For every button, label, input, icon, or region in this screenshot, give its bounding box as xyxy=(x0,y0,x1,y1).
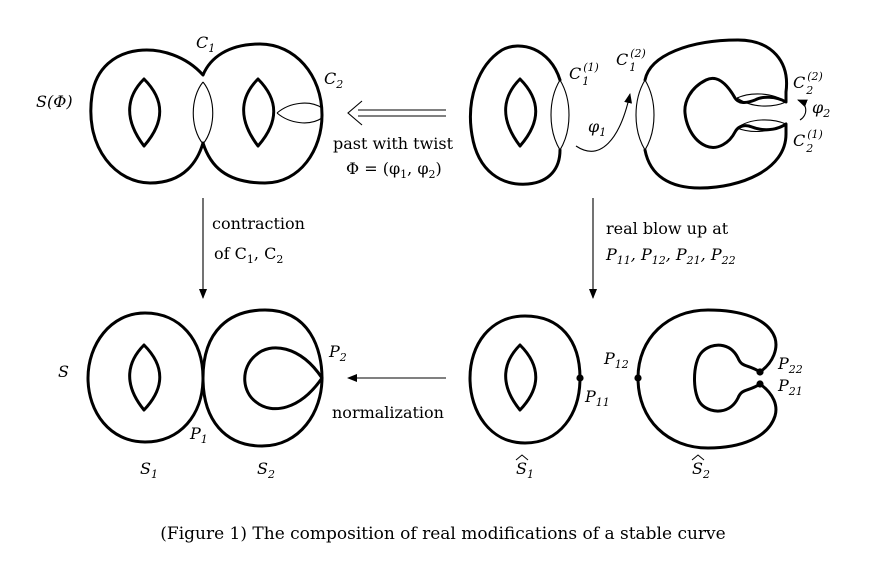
hole-s1 xyxy=(128,343,162,412)
label-s: S xyxy=(58,362,69,381)
label-p12: P12 xyxy=(603,349,629,371)
label-real-blow-up: real blow up at xyxy=(606,219,729,238)
label-phi2: φ2 xyxy=(812,98,830,120)
cycle-c2 xyxy=(276,102,323,124)
surface-outline xyxy=(89,42,324,185)
point-p11 xyxy=(576,374,584,382)
cycle-c1-2 xyxy=(635,79,655,151)
label-past-with-twist: past with twist xyxy=(333,134,454,153)
component-s2-hat xyxy=(636,308,778,450)
hole-right xyxy=(242,77,276,148)
label-of-c1-c2: of C1, C2 xyxy=(214,244,283,266)
svg-text:S1: S1 xyxy=(516,459,534,481)
piece-left xyxy=(468,44,562,186)
point-p21 xyxy=(756,380,764,388)
label-c1-2: C1(2) xyxy=(616,47,646,74)
cycle-c1 xyxy=(192,81,214,145)
svg-text:S2: S2 xyxy=(692,459,710,481)
hole-s1-hat xyxy=(504,343,538,412)
cycle-c2-2 xyxy=(736,93,787,107)
label-p21: P21 xyxy=(777,376,803,398)
component-s1-hat xyxy=(468,314,582,445)
component-s2 xyxy=(201,308,324,448)
surface-s-phi xyxy=(89,42,324,185)
figure-caption: (Figure 1) The composition of real modif… xyxy=(160,524,725,544)
label-blow-up-points: P11, P12, P21, P22 xyxy=(605,245,736,267)
arrow-phi2 xyxy=(797,99,808,121)
hole-top-right-left xyxy=(504,77,538,148)
label-phi-definition: Φ = (φ1, φ2) xyxy=(346,159,442,181)
cycle-c1-1 xyxy=(550,79,570,151)
label-s1: S1 xyxy=(140,459,158,481)
label-phi1: φ1 xyxy=(588,117,606,139)
point-p12 xyxy=(634,374,642,382)
cycle-c2-1 xyxy=(736,119,787,133)
label-c2-1: C2(1) xyxy=(793,128,823,155)
loop-s2 xyxy=(243,346,324,411)
label-s-phi: S(Φ) xyxy=(36,92,73,111)
surface-s xyxy=(86,308,324,448)
label-c2: C2 xyxy=(324,69,343,91)
label-s2-hat: S2 xyxy=(691,454,710,481)
point-p22 xyxy=(756,368,764,376)
component-s1 xyxy=(86,311,205,444)
piece-right xyxy=(643,38,789,190)
label-p22: P22 xyxy=(777,354,803,376)
label-c1-1: C1(1) xyxy=(569,61,599,88)
arrow-phi1 xyxy=(575,93,632,152)
label-p1: P1 xyxy=(189,424,208,446)
label-contraction: contraction xyxy=(212,214,305,233)
label-c1: C1 xyxy=(196,33,215,55)
hole-left xyxy=(128,77,162,148)
label-s2: S2 xyxy=(257,459,275,481)
label-p2: P2 xyxy=(328,342,347,364)
label-s1-hat: S1 xyxy=(515,454,534,481)
label-c2-2: C2(2) xyxy=(793,70,823,97)
arrow-past-with-twist xyxy=(347,100,446,126)
surface-pieces-with-boundary xyxy=(468,38,789,190)
label-p11: P11 xyxy=(584,387,610,409)
label-normalization: normalization xyxy=(332,403,444,422)
surface-blown-up xyxy=(468,308,778,450)
